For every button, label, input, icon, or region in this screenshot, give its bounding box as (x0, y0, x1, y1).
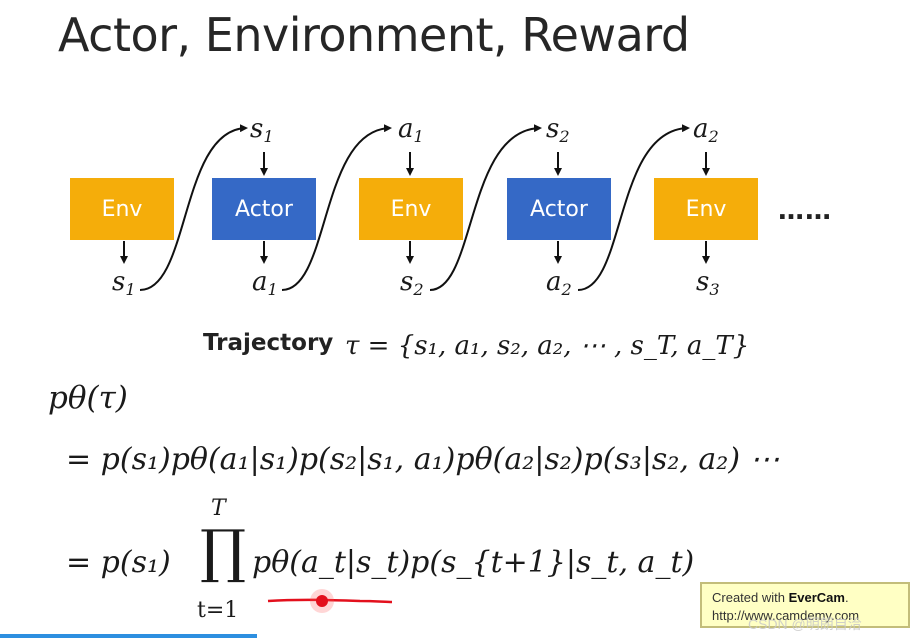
equation-line-1: = p(s₁)pθ(a₁|s₁)p(s₂|s₁, a₁)pθ(a₂|s₂)p(s… (66, 442, 780, 477)
equation-lhs: pθ(τ) (48, 380, 128, 416)
trajectory-label: Trajectory (203, 330, 334, 356)
product-lower-limit: t=1 (197, 598, 239, 623)
bottom-label-s2: s2 (400, 267, 424, 299)
actor-box-1: Actor (212, 178, 316, 240)
csdn-overlay: CSDN @明朗自洽 (748, 616, 862, 632)
equation-line-2-suffix: pθ(a_t|s_t)p(s_{t+1}|s_t, a_t) (252, 545, 695, 580)
flow-connectors (120, 124, 710, 291)
watermark-line-1: Created with EverCam. (712, 590, 849, 605)
bottom-label-a2: a2 (546, 267, 572, 299)
curve-4 (577, 124, 690, 291)
bottom-label-s1: s1 (112, 267, 136, 299)
top-label-s2: s2 (546, 114, 570, 146)
bottom-label-s3: s3 (696, 267, 720, 299)
annotation-underline (267, 589, 393, 613)
top-label-s1: s1 (250, 114, 274, 146)
top-label-a2: a2 (693, 114, 719, 146)
product-upper-limit: T (211, 496, 226, 521)
equation-line-2-prefix: = p(s₁) (66, 545, 171, 580)
watermark-line-2: http://www.camdemy.com (712, 608, 860, 623)
env-box-1: Env (70, 178, 174, 240)
bottom-label-a1: a1 (252, 267, 278, 299)
video-progress-fill (0, 634, 258, 638)
trajectory-equation: τ = {s₁, a₁, s₂, a₂, ⋯ , s_T, a_T} (345, 331, 750, 361)
evercam-watermark: Created with EverCam. http://www.camdemy… (700, 582, 910, 628)
curve-1 (139, 124, 248, 291)
env-box-3: Env (654, 178, 758, 240)
slide-title: Actor, Environment, Reward (58, 8, 690, 62)
env-box-2: Env (359, 178, 463, 240)
curve-2 (281, 124, 392, 291)
video-progress-bar[interactable] (0, 634, 919, 638)
curve-3 (429, 124, 542, 291)
actor-box-2: Actor (507, 178, 611, 240)
top-label-a1: a1 (398, 114, 424, 146)
product-symbol: ∏ (200, 517, 247, 585)
continuation-dots: …… (778, 196, 832, 226)
